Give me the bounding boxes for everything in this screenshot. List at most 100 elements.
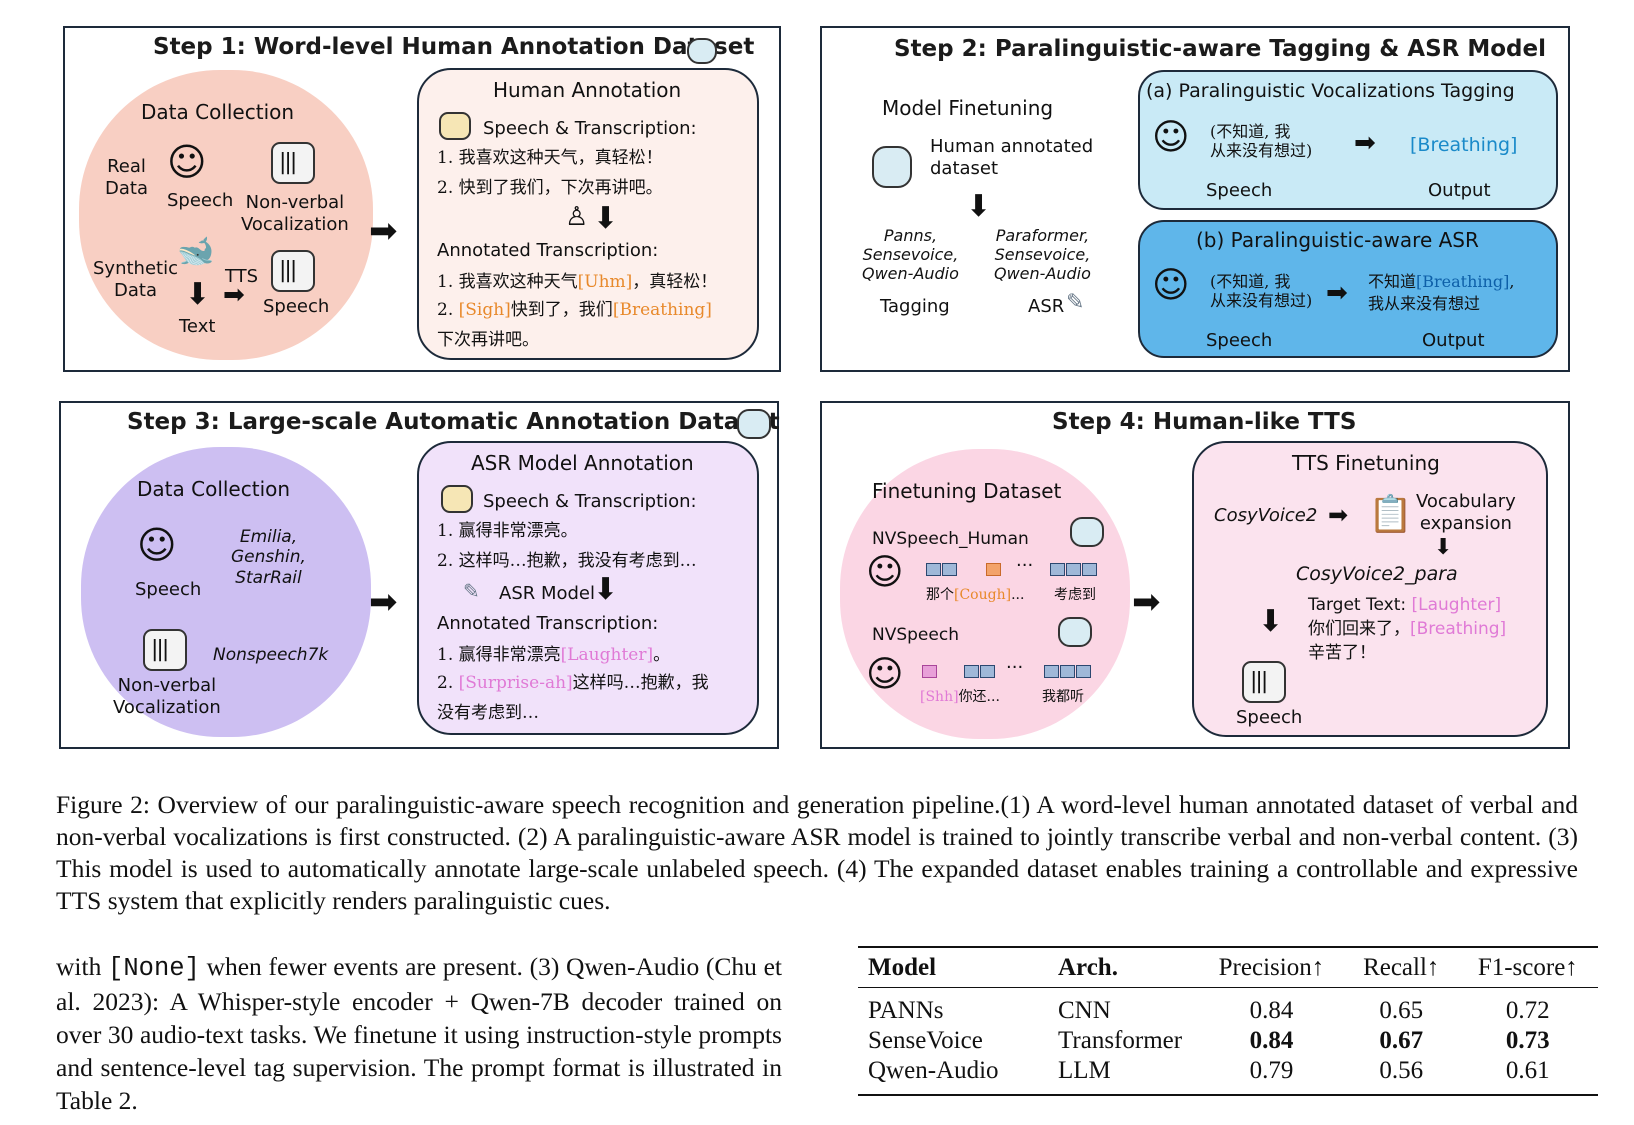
step3-line1: 1. 赢得非常漂亮。 <box>437 521 578 541</box>
table-cell: 0.67 <box>1379 1027 1424 1054</box>
step3-speech-transcription: Speech & Transcription: <box>483 491 697 512</box>
step1-line1: 1. 我喜欢这种天气，真轻松！ <box>437 148 663 168</box>
table-cell: 0.84 <box>1249 1027 1294 1054</box>
asr-label: ASR <box>1028 296 1065 317</box>
body-paragraph: with [None] when fewer events are presen… <box>56 952 782 1115</box>
head-speaking-icon: ☺ <box>137 523 177 567</box>
right-arrow-icon: ➡ <box>1328 501 1349 529</box>
table-header: Model <box>868 954 937 981</box>
table-row: Qwen-Audio LLM 0.79 0.56 0.61 <box>858 1056 1598 1095</box>
table-header: Recall↑ <box>1363 954 1440 981</box>
right-arrow-icon: ➡ <box>369 211 398 251</box>
step4-panel: Step 4: Human-like TTS Finetuning Datase… <box>820 401 1570 749</box>
step1-title: Step 1: Word-level Human Annotation Data… <box>153 34 755 60</box>
step1-non-verbal-label: Non-verbal Vocalization <box>241 192 349 235</box>
down-arrow-icon: ⬇ <box>185 277 211 312</box>
step1-line2: 2. 快到了我们，下次再讲吧。 <box>437 178 663 198</box>
step1-data-collection-label: Data Collection <box>141 100 295 124</box>
step3-ann2: 2. [Surprise-ah]这样吗…抱歉，我 <box>437 673 709 693</box>
step1-ann1: 1. 我喜欢这种天气[Uhm]，真轻松！ <box>437 272 718 292</box>
nv-human-caption-end: 考虑到 <box>1054 587 1096 603</box>
token-square <box>1050 563 1065 576</box>
down-arrow-icon: ⬇ <box>966 189 992 224</box>
database-icon <box>872 146 912 188</box>
token-square <box>1060 665 1075 678</box>
step1-real-data: Real Data <box>105 156 148 199</box>
table-cell: Transformer <box>1058 1027 1183 1054</box>
finetuning-dataset-label: Finetuning Dataset <box>872 479 1062 503</box>
person-icon: ♙ <box>565 202 589 232</box>
step1-ann3: 下次再讲吧。 <box>437 330 539 350</box>
table-header: Arch. <box>1058 954 1118 981</box>
table-cell: PANNs <box>868 997 944 1024</box>
tagging-speech-label: Speech <box>1206 180 1273 201</box>
nv-speech-caption-end: 我都听 <box>1042 689 1084 705</box>
cosyvoice2-label: CosyVoice2 <box>1214 505 1318 526</box>
right-arrow-icon: ➡ <box>223 280 245 310</box>
human-annotated-dataset: Human annotated dataset <box>930 136 1094 179</box>
token-square <box>1066 563 1081 576</box>
figure-caption: Figure 2: Overview of our paralinguistic… <box>56 790 1578 915</box>
asr-output-label: Output <box>1422 330 1485 351</box>
table-cell: Qwen-Audio <box>868 1057 999 1084</box>
database-icon <box>687 38 717 64</box>
token-square <box>1082 563 1097 576</box>
human-annotation-box <box>417 68 759 360</box>
table-cell: 0.72 <box>1505 997 1550 1024</box>
tagging-input: (不知道, 我 从来没有想过) <box>1210 122 1313 161</box>
tagging-box-title: (a) Paralinguistic Vocalizations Tagging <box>1146 80 1515 102</box>
target-text-line3: 辛苦了！ <box>1308 643 1376 663</box>
token-square <box>964 665 979 678</box>
down-arrow-icon: ⬇ <box>1434 535 1453 560</box>
table-cell: 0.84 <box>1249 997 1294 1024</box>
right-arrow-icon: ➡ <box>1326 278 1348 308</box>
waveform-icon: ||| <box>271 250 315 292</box>
vocab-expansion-label: Vocabulary expansion <box>1416 491 1516 534</box>
tts-finetuning-title: TTS Finetuning <box>1292 451 1440 475</box>
step1-ann2: 2. [Sigh]快到了，我们[Breathing] <box>437 300 712 320</box>
step2-title: Step 2: Paralinguistic-aware Tagging & A… <box>894 36 1546 62</box>
asr-output-line2: 我从来没有想过 <box>1368 294 1481 313</box>
tagging-label: Tagging <box>880 296 950 317</box>
down-arrow-icon: ⬇ <box>593 572 619 607</box>
table-cell: 0.65 <box>1379 997 1424 1024</box>
table-header-row: Model Arch. Precision↑ Recall↑ F1-score↑ <box>858 948 1598 988</box>
tagging-box <box>1138 70 1558 210</box>
step4-speech-label: Speech <box>1236 707 1303 728</box>
finetuning-dataset-blob <box>840 449 1130 739</box>
head-speaking-icon: ☺ <box>866 654 904 695</box>
database-icon <box>1070 517 1104 547</box>
step1-panel: Step 1: Word-level Human Annotation Data… <box>63 26 781 372</box>
waveform-icon: ||| <box>143 629 187 671</box>
step4-title: Step 4: Human-like TTS <box>1052 409 1357 435</box>
cosyvoice2-para-label: CosyVoice2_para <box>1296 563 1458 585</box>
database-gear-icon <box>737 409 771 439</box>
step3-annotated-transcription: Annotated Transcription: <box>437 613 659 634</box>
feather-icon: ✎ <box>463 579 480 603</box>
down-arrow-icon: ⬇ <box>1258 604 1284 639</box>
down-arrow-icon: ⬇ <box>593 201 619 236</box>
asr-box <box>1138 220 1558 358</box>
ellipsis: ··· <box>1006 657 1024 678</box>
step3-data-collection-blob <box>81 447 371 737</box>
asr-output-line1: 不知道[Breathing], <box>1368 272 1515 291</box>
step3-ann1: 1. 赢得非常漂亮[Laughter]。 <box>437 645 671 665</box>
step1-annotated-transcription: Annotated Transcription: <box>437 240 659 261</box>
database-gear-icon <box>1058 617 1092 647</box>
feather-icon: ✎ <box>1066 290 1085 315</box>
table-header: Precision↑ <box>1218 954 1325 981</box>
token-square <box>942 563 957 576</box>
target-text-line2: 你们回来了，[Breathing] <box>1308 619 1507 639</box>
table-cell: 0.73 <box>1505 1027 1550 1054</box>
token-square <box>1044 665 1059 678</box>
ellipsis: ··· <box>1016 555 1034 576</box>
step2-panel: Step 2: Paralinguistic-aware Tagging & A… <box>820 26 1570 372</box>
token-square <box>926 563 941 576</box>
step3-non-verbal-label: Non-verbal Vocalization <box>113 675 221 718</box>
waveform-icon <box>439 112 471 140</box>
asr-input: (不知道, 我 从来没有想过) <box>1210 272 1313 311</box>
token-square <box>922 665 937 678</box>
step3-ann3: 没有考虑到… <box>437 703 539 723</box>
asr-annotation-box <box>417 441 759 735</box>
asr-models: Paraformer, Sensevoice, Qwen-Audio <box>994 226 1091 284</box>
